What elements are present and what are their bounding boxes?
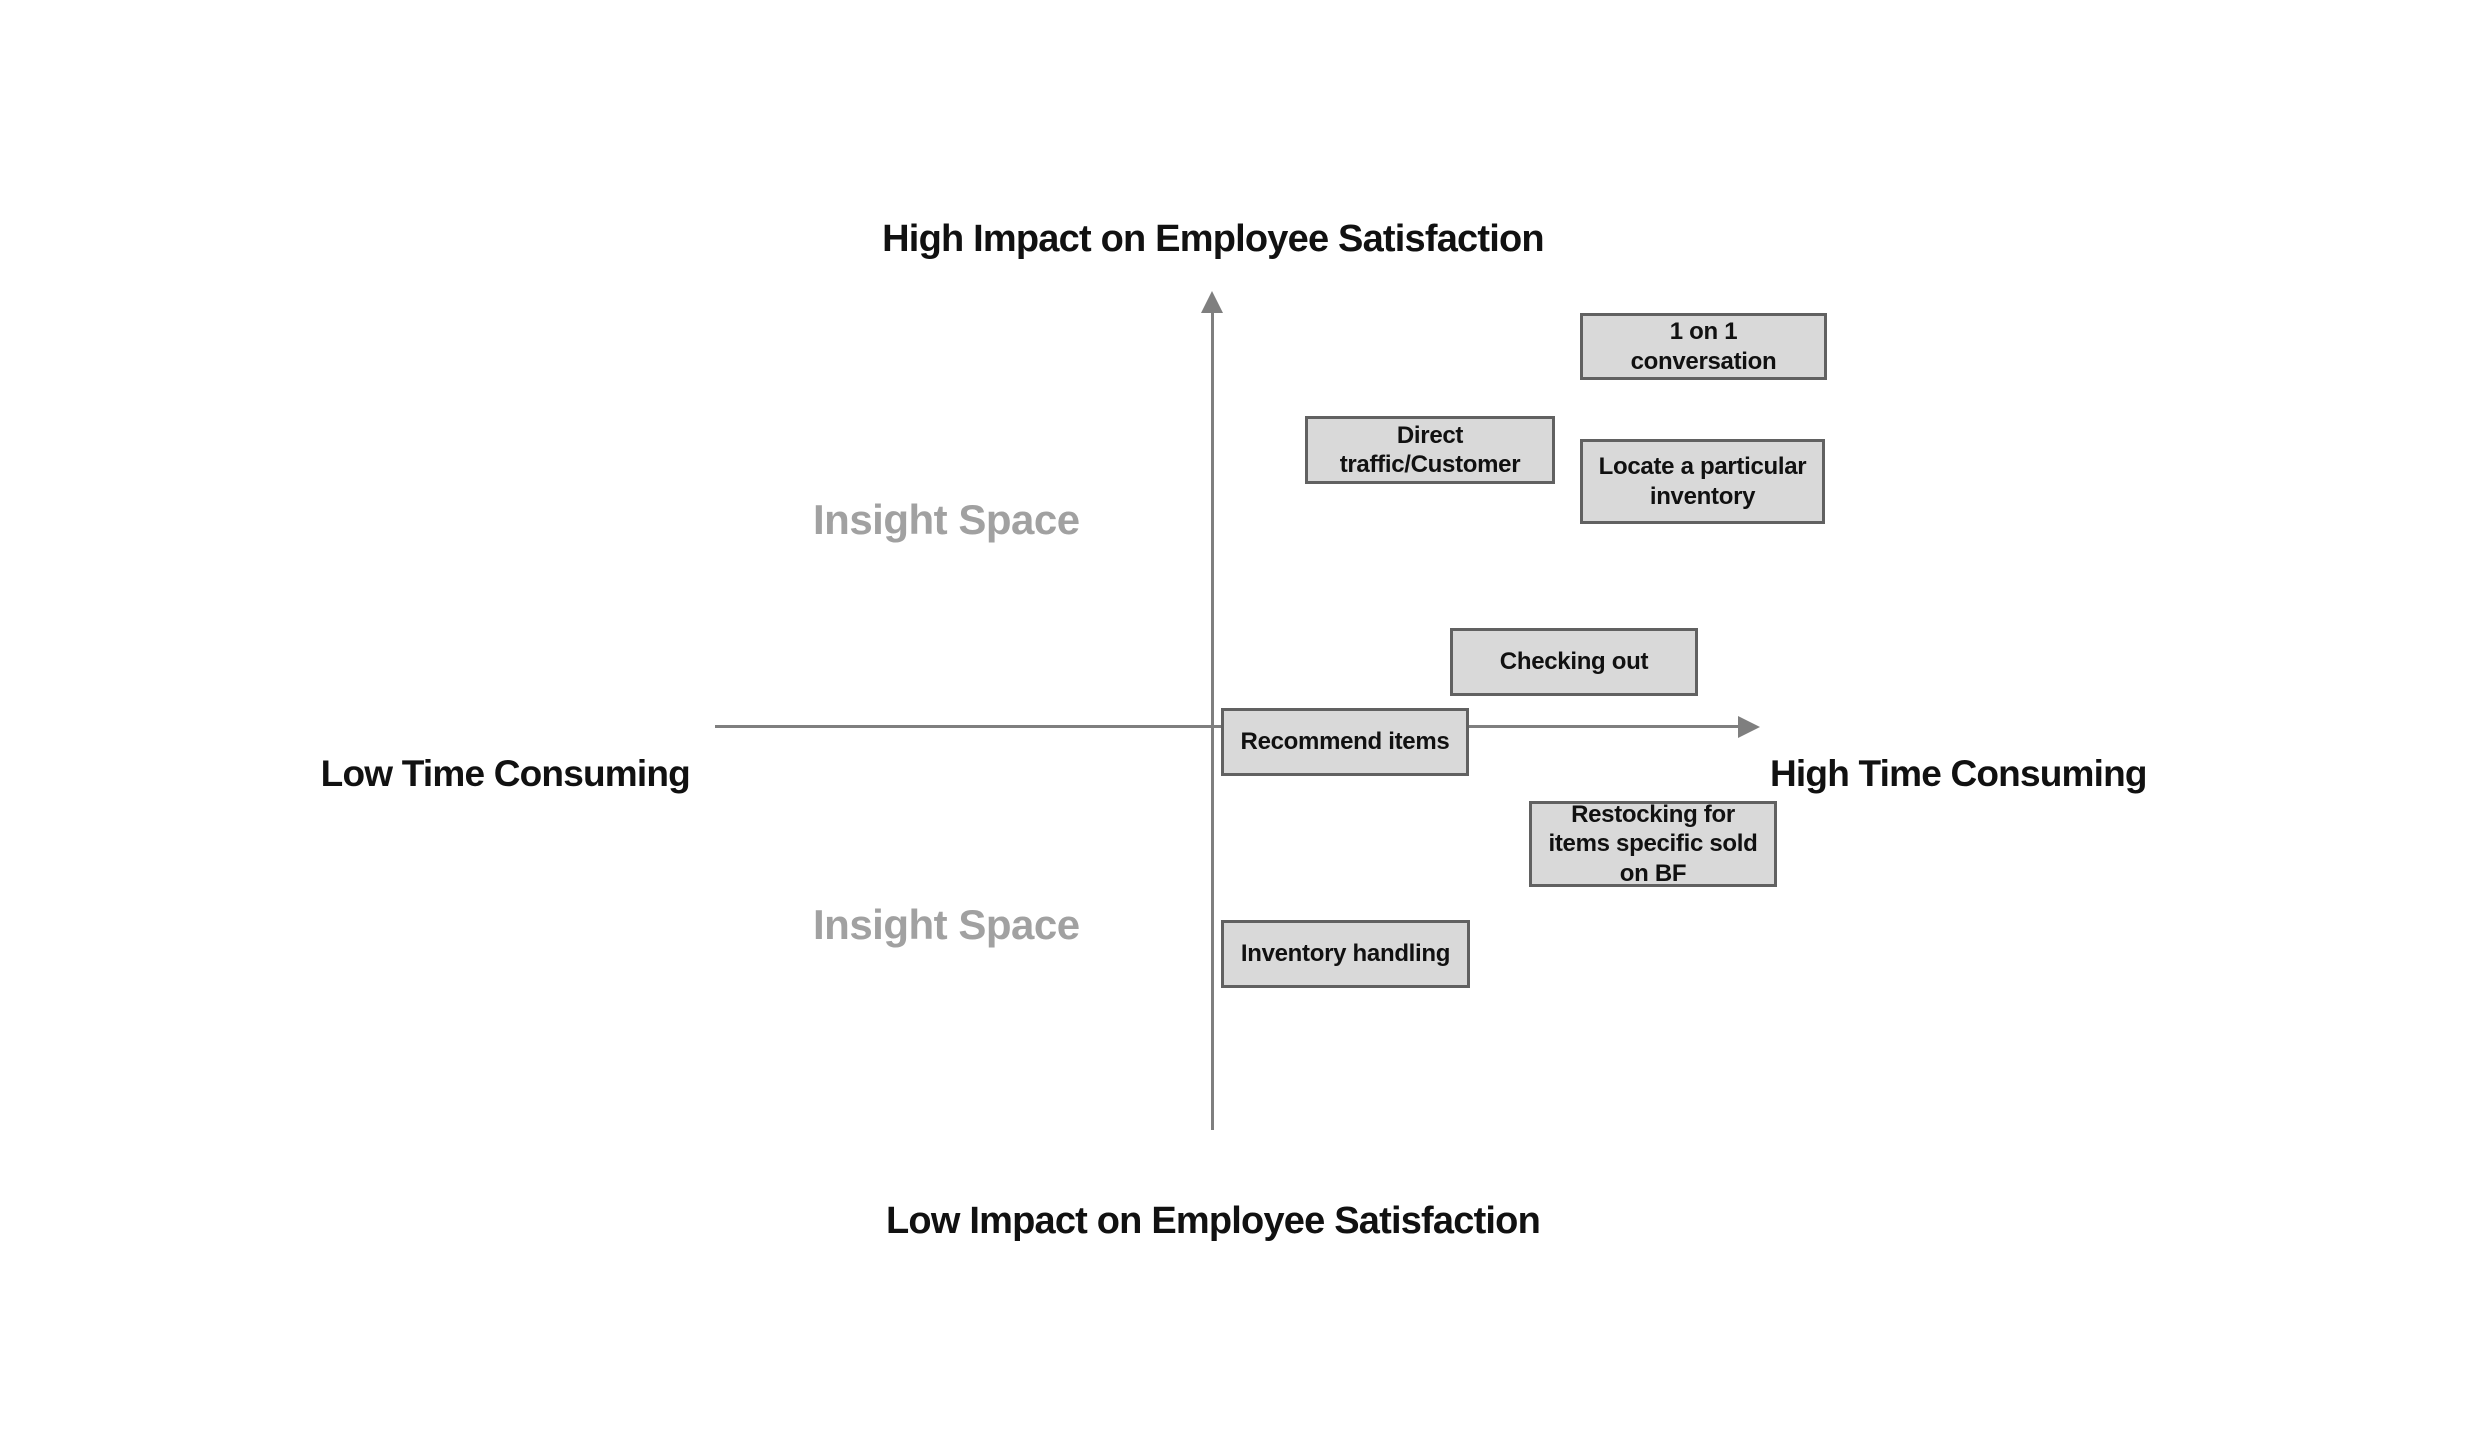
node-1-on-1-conversation[interactable]: 1 on 1 conversation bbox=[1580, 313, 1827, 380]
node-locate-a-particular-inventory[interactable]: Locate a particular inventory bbox=[1580, 439, 1825, 524]
node-recommend-items[interactable]: Recommend items bbox=[1221, 708, 1469, 776]
arrow-up-icon bbox=[1201, 291, 1223, 313]
node-restocking-for-items-specific-sold-on-bf[interactable]: Restocking for items specific sold on BF bbox=[1529, 801, 1777, 887]
quadrant-label-upper-insight-space: Insight Space bbox=[813, 496, 1080, 543]
axis-label-top: High Impact on Employee Satisfaction bbox=[882, 218, 1544, 260]
vertical-axis-line bbox=[1211, 310, 1214, 1130]
node-checking-out[interactable]: Checking out bbox=[1450, 628, 1698, 696]
node-inventory-handling[interactable]: Inventory handling bbox=[1221, 920, 1470, 988]
quadrant-label-lower-insight-space: Insight Space bbox=[813, 901, 1080, 948]
axis-label-left: Low Time Consuming bbox=[320, 753, 691, 794]
axis-label-right: High Time Consuming bbox=[1770, 753, 2148, 794]
arrow-right-icon bbox=[1738, 716, 1760, 738]
node-direct-traffic-customer[interactable]: Direct traffic/Customer bbox=[1305, 416, 1555, 484]
axis-label-bottom: Low Impact on Employee Satisfaction bbox=[885, 1200, 1541, 1242]
